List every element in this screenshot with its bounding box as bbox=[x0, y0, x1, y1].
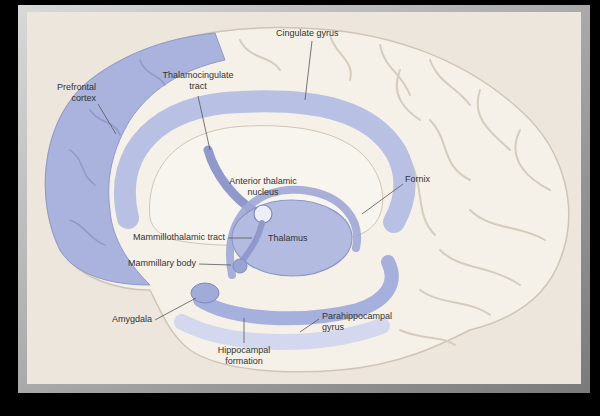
part-label: Parahippocampal gyrus bbox=[322, 311, 398, 333]
picture-ground bbox=[27, 12, 581, 384]
part-label: Prefrontal cortex bbox=[46, 82, 96, 104]
part-label: Cingulate gyrus bbox=[276, 28, 339, 39]
part-label: Hippocampal formation bbox=[214, 345, 274, 367]
mammillary-body bbox=[233, 259, 247, 273]
picture-frame bbox=[18, 5, 590, 393]
hippocampal-band bbox=[200, 262, 392, 318]
part-label: Mammillary body bbox=[98, 258, 196, 269]
mammillothalamic-tract bbox=[243, 223, 262, 260]
fornix-arc bbox=[230, 190, 357, 275]
part-label: Thalamocingulate tract bbox=[158, 70, 238, 92]
leader-lines bbox=[98, 41, 403, 343]
part-label: Anterior thalamic nucleus bbox=[223, 176, 303, 198]
amygdala-body bbox=[191, 283, 219, 303]
part-label: Thalamus bbox=[268, 233, 308, 244]
part-label: Mammillothalamic tract bbox=[105, 232, 225, 243]
brain-outline bbox=[45, 28, 568, 372]
part-label: Fornix bbox=[405, 174, 430, 185]
part-label: Amygdala bbox=[98, 314, 152, 325]
